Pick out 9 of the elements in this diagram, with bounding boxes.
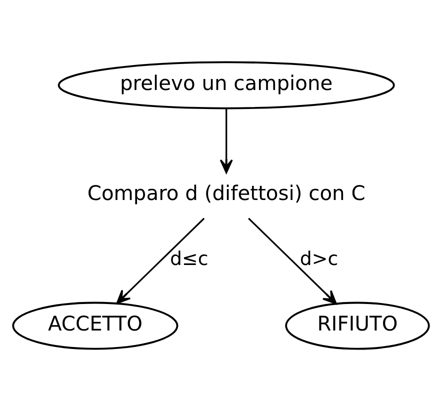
node-text: Comparo d (difettosi) con C xyxy=(87,180,366,205)
arrow xyxy=(116,217,205,304)
node-ellipse: prelevo un campione xyxy=(58,60,395,109)
edge-label: d>c xyxy=(300,247,338,270)
node-ellipse: RIFIUTO xyxy=(285,301,430,350)
edge-label: d≤c xyxy=(170,247,208,270)
arrow xyxy=(220,108,233,173)
node-ellipse: ACCETTO xyxy=(12,301,178,350)
arrow xyxy=(248,217,337,304)
